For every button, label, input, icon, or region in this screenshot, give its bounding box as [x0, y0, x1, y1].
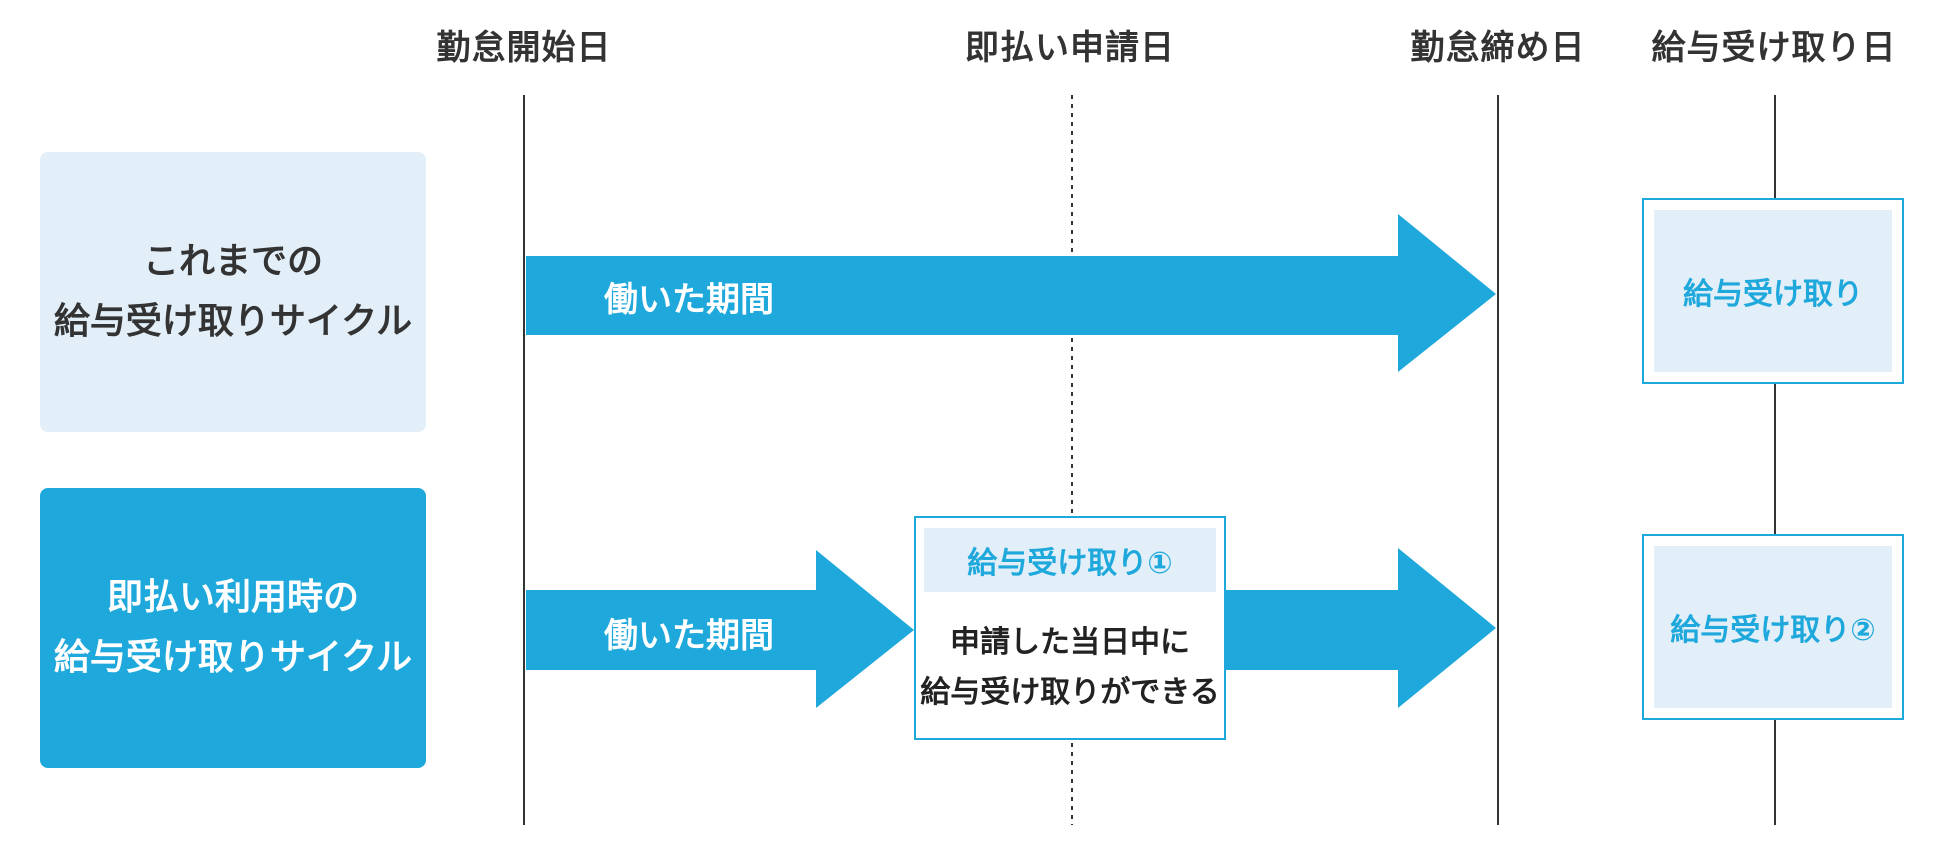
conventional-label-line2: 給与受け取りサイクル	[53, 301, 413, 342]
conventional-label-line1: これまでの	[142, 241, 323, 282]
header-work-close: 勤怠締め日	[1410, 28, 1586, 68]
conventional-payment-box: 給与受け取り	[1642, 198, 1904, 384]
instant-payment-description: 申請した当日中に 給与受け取りができる	[916, 618, 1224, 718]
conventional-cycle-label: これまでの 給与受け取りサイクル	[40, 152, 426, 432]
instant-label-line1: 即払い利用時の	[106, 577, 359, 618]
conventional-arrow-label: 働いた期間	[604, 280, 774, 320]
header-work-start: 勤怠開始日	[436, 28, 612, 68]
instant-remaining-payment-label: 給与受け取り②	[1654, 546, 1892, 708]
header-request-day: 即払い申請日	[965, 28, 1175, 68]
instant-desc-line1: 申請した当日中に	[950, 625, 1190, 660]
instant-payment-box: 給与受け取り① 申請した当日中に 給与受け取りができる	[914, 516, 1226, 740]
instant-cycle-label: 即払い利用時の 給与受け取りサイクル	[40, 488, 426, 768]
header-payday: 給与受け取り日	[1651, 28, 1897, 68]
instant-label-line2: 給与受け取りサイクル	[53, 637, 413, 678]
conventional-payment-label: 給与受け取り	[1654, 210, 1892, 372]
instant-payment-label: 給与受け取り①	[924, 528, 1216, 592]
instant-remaining-period-arrow	[1226, 548, 1496, 708]
instant-remaining-payment-box: 給与受け取り②	[1642, 534, 1904, 720]
conventional-work-period-arrow	[526, 214, 1496, 372]
instant-desc-line2: 給与受け取りができる	[920, 675, 1220, 710]
instant-arrow-label: 働いた期間	[604, 616, 774, 656]
instant-work-period-arrow	[526, 550, 914, 708]
